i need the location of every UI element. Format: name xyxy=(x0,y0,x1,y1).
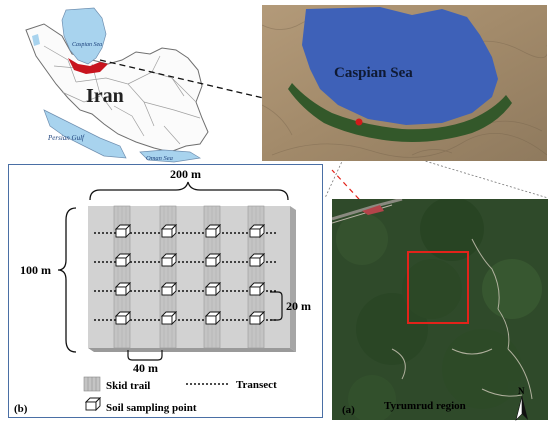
soil-sampling-point xyxy=(248,252,266,268)
region-label: Tyrumrud region xyxy=(384,400,466,412)
soil-point-legend-icon xyxy=(84,396,102,412)
road xyxy=(332,199,403,221)
oman-sea xyxy=(139,149,202,163)
soil-sampling-point xyxy=(204,223,222,239)
study-area-rectangle xyxy=(407,251,469,324)
north-icon-label: N xyxy=(518,386,525,396)
soil-sampling-point xyxy=(248,281,266,297)
soil-sampling-point xyxy=(204,310,222,326)
connector-sat-to-zoom-right xyxy=(394,151,549,199)
sampling-design-diagram: 200 m 100 m 20 m 40 m Skid trail Transec… xyxy=(14,167,311,415)
label-oman-sea: Oman Sea xyxy=(146,155,173,162)
transect-spacing-bracket xyxy=(270,291,283,321)
study-area-marker xyxy=(68,58,108,74)
persian-gulf xyxy=(43,109,127,159)
soil-sampling-point xyxy=(160,252,178,268)
label-caspian-small: Caspian Sea xyxy=(72,42,102,48)
trail-spacing-bracket xyxy=(127,350,163,361)
sampling-design-panel xyxy=(8,164,323,418)
soil-sampling-point xyxy=(114,223,132,239)
height-label: 100 m xyxy=(20,263,51,277)
hyrcanian-forest xyxy=(288,83,512,142)
soil-sampling-point xyxy=(248,223,266,239)
caspian-sea-small xyxy=(61,7,107,65)
soil-sampling-point xyxy=(160,281,178,297)
slab-bottom-side xyxy=(88,348,296,352)
lake xyxy=(32,34,40,46)
soil-sampling-point xyxy=(160,223,178,239)
label-panel-a: (a) xyxy=(342,404,355,416)
slab-right-side xyxy=(290,206,296,352)
width-brace xyxy=(89,181,289,201)
skid-trail-legend-label: Skid trail xyxy=(106,380,150,392)
caspian-sea-water xyxy=(302,7,498,125)
soil-sampling-point xyxy=(160,310,178,326)
connector-sat-to-zoom-left xyxy=(324,154,346,199)
label-iran: Iran xyxy=(86,85,124,107)
soil-sampling-point xyxy=(248,310,266,326)
tyrumrud-satellite: (a) xyxy=(332,199,548,420)
label-caspian-large: Caspian Sea xyxy=(334,65,413,81)
skid-trail-legend-hatch xyxy=(87,377,97,391)
iran-location-map: Caspian Sea Iran Persian Gulf Oman Sea xyxy=(25,7,209,163)
clearing-red xyxy=(362,205,384,215)
study-area-dot xyxy=(355,118,363,126)
soil-sampling-point xyxy=(114,310,132,326)
north-arrow: N xyxy=(515,386,528,421)
soil-point-legend-label: Soil sampling point xyxy=(106,402,197,414)
soil-sampling-point xyxy=(114,252,132,268)
soil-sampling-point xyxy=(114,281,132,297)
transect-spacing-label: 20 m xyxy=(286,299,311,313)
height-brace xyxy=(57,207,77,353)
width-label: 200 m xyxy=(170,167,201,181)
label-panel-b: (b) xyxy=(14,403,28,415)
trail-spacing-label: 40 m xyxy=(133,361,158,375)
label-persian-gulf: Persian Gulf xyxy=(47,134,85,142)
caspian-satellite-map: Caspian Sea xyxy=(262,5,547,161)
transect-legend-label: Transect xyxy=(236,379,277,391)
soil-sampling-point xyxy=(204,281,222,297)
soil-sampling-point xyxy=(204,252,222,268)
